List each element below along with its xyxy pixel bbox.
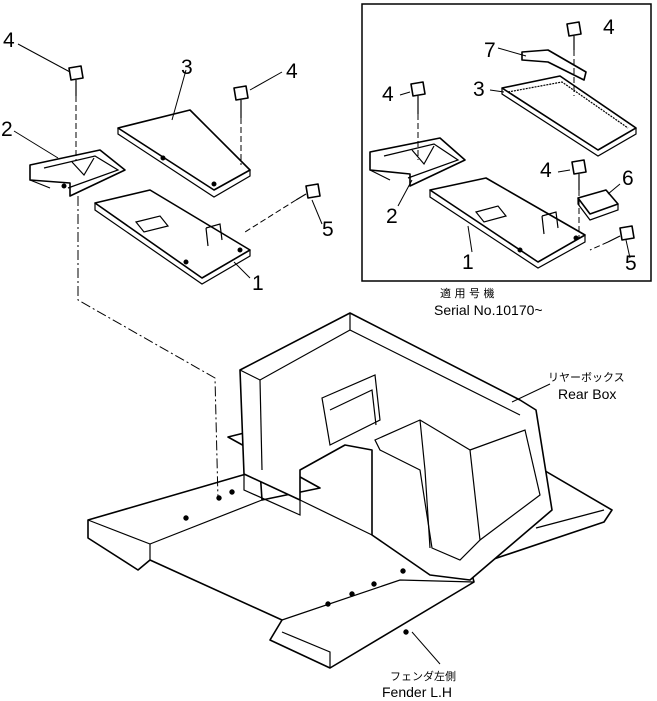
label-inset-4c: 4 (540, 159, 552, 182)
bolt-4-right (233, 85, 249, 165)
label-main-4b: 4 (286, 60, 298, 83)
inset-cover-plate-3 (501, 75, 637, 157)
rear-box-callout: リヤーボックス Rear Box (548, 371, 625, 402)
fender-en-label: Fender L.H (382, 684, 452, 700)
inset-bolt-5 (589, 225, 635, 251)
fender-lh-assembly (87, 312, 613, 669)
part-number-labels: 4 2 3 4 5 1 4 7 3 4 4 6 2 1 5 (1, 16, 637, 295)
inset-bolt-4-left (410, 81, 426, 160)
inset-plate-1 (429, 177, 586, 269)
label-main-1: 1 (252, 272, 264, 295)
label-inset-2: 2 (386, 205, 398, 228)
label-inset-5: 5 (625, 252, 637, 275)
inset-serial-label: Serial No.10170~ (434, 302, 543, 318)
label-main-2: 2 (1, 118, 13, 141)
label-inset-1: 1 (462, 251, 474, 274)
inset-bracket-6 (577, 189, 619, 221)
label-main-4a: 4 (3, 29, 15, 52)
bracket-2 (29, 149, 126, 197)
label-main-3: 3 (181, 56, 193, 79)
main-exploded-parts (13, 43, 323, 285)
bolt-4-left (68, 65, 84, 160)
fender-jp-label: フェンダ左側 (390, 669, 456, 683)
cover-plate-3 (117, 109, 251, 198)
rear-box-jp-label: リヤーボックス (548, 371, 625, 384)
rear-box-en-label: Rear Box (558, 386, 616, 402)
inset-jp-label: 適 用 号 機 (440, 286, 495, 300)
fender-callout: フェンダ左側 Fender L.H (382, 669, 456, 700)
inset-bracket-7 (521, 49, 587, 81)
label-inset-7: 7 (484, 39, 496, 62)
plate-1 (94, 189, 251, 285)
serial-variant-inset (361, 3, 652, 282)
label-inset-4a: 4 (603, 16, 615, 39)
label-inset-4b: 4 (382, 83, 394, 106)
inset-bracket-2 (369, 137, 466, 187)
bolt-5 (244, 183, 321, 233)
inset-caption: 適 用 号 機 Serial No.10170~ (434, 286, 543, 318)
inset-bolt-4-mid (571, 159, 587, 238)
inset-bolt-4-top (566, 21, 582, 96)
label-inset-3: 3 (473, 78, 485, 101)
rear-box (239, 312, 553, 581)
label-main-5: 5 (322, 218, 334, 241)
label-inset-6: 6 (622, 167, 634, 190)
